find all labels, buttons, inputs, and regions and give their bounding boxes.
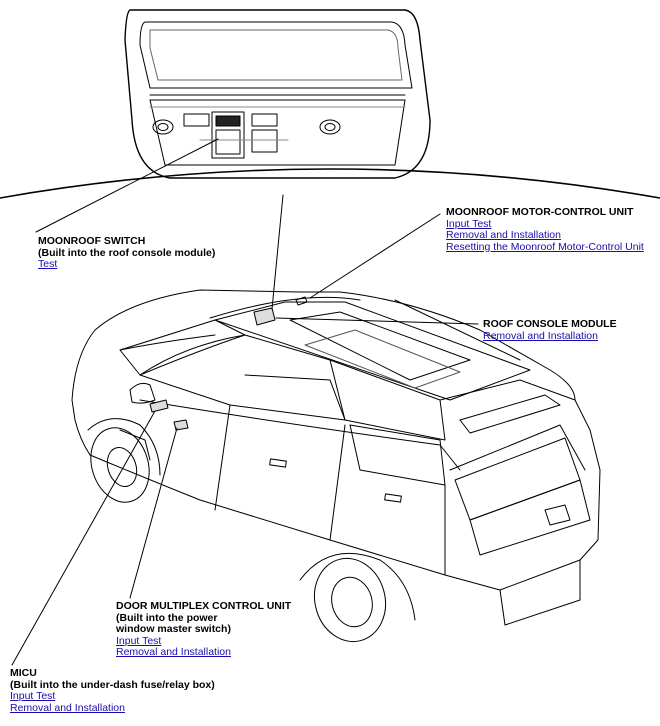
door-multiplex-title: DOOR MULTIPLEX CONTROL UNIT [116, 600, 292, 612]
roof-console-module-removal-link[interactable]: Removal and Installation [483, 329, 598, 342]
motor-control-unit-title: MOONROOF MOTOR-CONTROL UNIT [446, 206, 634, 218]
leader-lines [11, 138, 479, 666]
micu-title: MICU [10, 667, 37, 679]
door-multiplex-removal-link[interactable]: Removal and Installation [116, 646, 231, 658]
door-multiplex-note-1: (Built into the power [116, 611, 218, 624]
micu-input-test-link[interactable]: Input Test [10, 690, 56, 702]
roof-console-module-title: ROOF CONSOLE MODULE [483, 318, 617, 330]
component-markers [149, 296, 308, 431]
vehicle-body [71, 289, 601, 643]
callout-micu: MICU (Built into the under-dash fuse/rel… [10, 667, 215, 714]
door-multiplex-marker [173, 419, 189, 431]
moonroof-switch-title: MOONROOF SWITCH [38, 235, 146, 247]
motor-control-unit-removal-link[interactable]: Removal and Installation [446, 229, 561, 241]
callout-motor-control-unit: MOONROOF MOTOR-CONTROL UNIT Input Test R… [446, 206, 644, 253]
callout-roof-console-module: ROOF CONSOLE MODULE Removal and Installa… [483, 318, 617, 342]
roof-console-inset [124, 9, 431, 179]
micu-note: (Built into the under-dash fuse/relay bo… [10, 678, 215, 691]
moonroof-switch-note: (Built into the roof console module) [38, 246, 216, 259]
callout-moonroof-switch: MOONROOF SWITCH (Built into the roof con… [38, 235, 216, 271]
callout-door-multiplex: DOOR MULTIPLEX CONTROL UNIT (Built into … [116, 600, 292, 659]
moonroof-switch-test-link[interactable]: Test [38, 258, 58, 270]
micu-removal-link[interactable]: Removal and Installation [10, 701, 125, 714]
motor-control-unit-input-test-link[interactable]: Input Test [446, 217, 492, 230]
door-multiplex-note-2: window master switch) [116, 623, 231, 635]
motor-unit-marker [295, 296, 308, 306]
inset-arc [0, 168, 660, 199]
motor-control-unit-resetting-link[interactable]: Resetting the Moonroof Motor-Control Uni… [446, 240, 644, 253]
door-multiplex-input-test-link[interactable]: Input Test [116, 634, 162, 647]
roof-console-marker [253, 307, 276, 326]
micu-marker [149, 399, 169, 413]
